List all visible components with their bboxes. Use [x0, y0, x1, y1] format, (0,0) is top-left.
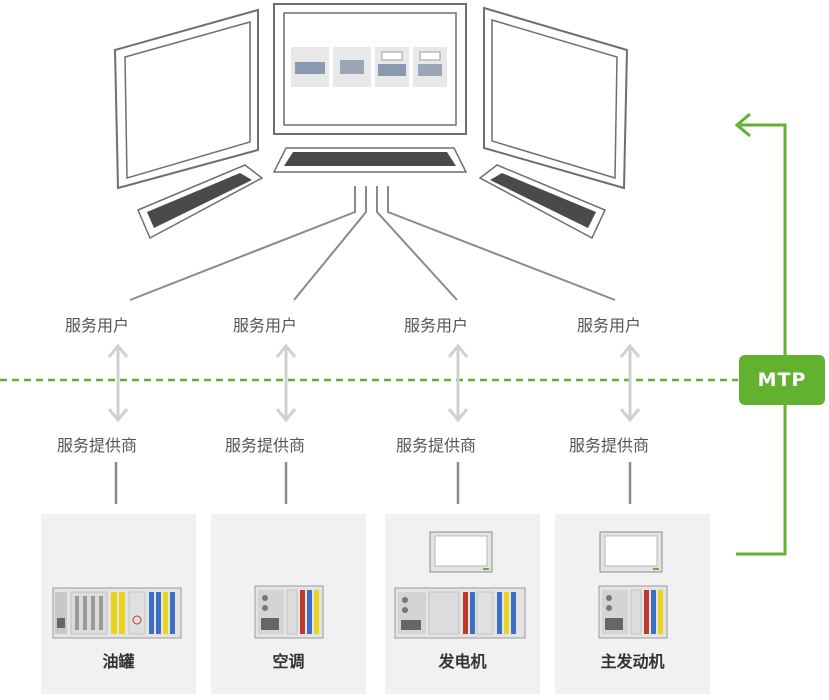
- device-name: 主发动机: [600, 652, 665, 671]
- device-name: 空调: [272, 652, 305, 671]
- provider-device-lines: [114, 462, 632, 504]
- center-keyboard-icon: [272, 147, 468, 173]
- touch-panel-icon: [599, 531, 663, 573]
- device-name: 油罐: [102, 652, 135, 671]
- service-user-label: 服务用户: [232, 316, 298, 335]
- right-keyboard-icon: [478, 164, 607, 240]
- plc-module-with-panel-icon: [394, 531, 526, 639]
- service-user-label: 服务用户: [576, 316, 642, 335]
- connection-lines: [129, 186, 616, 301]
- bidirectional-arrows: [107, 343, 641, 423]
- service-user-label: 服务用户: [64, 316, 130, 335]
- left-keyboard-icon: [137, 164, 264, 240]
- device-name: 发电机: [438, 652, 487, 671]
- service-provider-label: 服务提供商: [224, 436, 306, 455]
- left-monitor-icon: [113, 8, 259, 190]
- bidirectional-arrow-icon: [275, 343, 297, 423]
- plc-module-with-panel-icon: [598, 531, 668, 639]
- bidirectional-arrow-icon: [619, 343, 641, 423]
- bidirectional-arrow-icon: [447, 343, 469, 423]
- plc-module-large-icon: [52, 587, 182, 639]
- device-card-oil-tank: 油罐: [41, 514, 196, 694]
- mtp-bracket-arrow: [734, 112, 787, 556]
- center-monitor-icon: [273, 3, 467, 135]
- device-card-air-conditioner: 空调: [211, 514, 366, 694]
- service-user-label: 服务用户: [403, 316, 469, 335]
- device-card-generator: 发电机: [385, 514, 540, 694]
- bidirectional-arrow-icon: [107, 343, 129, 423]
- service-provider-label: 服务提供商: [395, 436, 477, 455]
- mtp-badge: MTP: [739, 355, 825, 405]
- right-monitor-icon: [483, 6, 629, 190]
- screen-thumbnails: [291, 47, 447, 87]
- plc-module-small-icon: [254, 585, 324, 639]
- service-provider-label: 服务提供商: [568, 436, 650, 455]
- touch-panel-icon: [429, 531, 493, 573]
- device-card-main-engine: 主发动机: [555, 514, 710, 694]
- service-provider-label: 服务提供商: [56, 436, 138, 455]
